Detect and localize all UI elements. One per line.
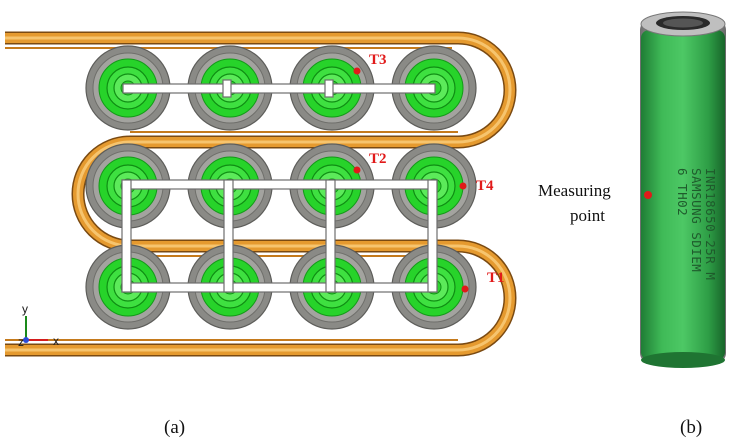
cell-photo: INR18650-25R M SAMSUNG SDIEM 6 TH02 bbox=[633, 0, 740, 372]
panel-b-caption: (b) bbox=[680, 417, 702, 438]
cell-print-line-3: 6 TH02 bbox=[675, 168, 690, 216]
sensor-t2-marker bbox=[353, 166, 361, 174]
measuring-point-label-line-1: Measuring bbox=[538, 181, 611, 200]
sensor-t3-label: T3 bbox=[369, 52, 387, 68]
temperature-sensors: T3 T2 T4 T1 bbox=[353, 52, 505, 293]
axis-x-label: x bbox=[53, 334, 59, 348]
axis-z-label: z bbox=[18, 335, 24, 349]
sensor-t1-marker bbox=[461, 285, 469, 293]
measuring-point-label-line-2: point bbox=[570, 206, 605, 225]
cell-print: INR18650-25R M SAMSUNG SDIEM 6 TH02 bbox=[675, 168, 718, 280]
axis-y-label: y bbox=[22, 302, 28, 316]
sensor-t4-label: T4 bbox=[476, 178, 494, 194]
cell-print-line-1: INR18650-25R M bbox=[703, 168, 718, 280]
busbars bbox=[121, 79, 438, 293]
panel-a-caption: (a) bbox=[164, 417, 185, 438]
sensor-t2-label: T2 bbox=[369, 151, 387, 167]
sensor-t3-marker bbox=[353, 67, 361, 75]
axis-triad: y x z bbox=[18, 302, 59, 349]
measuring-point-marker bbox=[644, 191, 652, 199]
sensor-t1-label: T1 bbox=[487, 270, 505, 286]
cell-print-line-2: SAMSUNG SDIEM bbox=[689, 168, 704, 272]
sensor-t4-marker bbox=[459, 182, 467, 190]
battery-module-diagram: T3 T2 T4 T1 y x z (a) bbox=[5, 31, 517, 438]
